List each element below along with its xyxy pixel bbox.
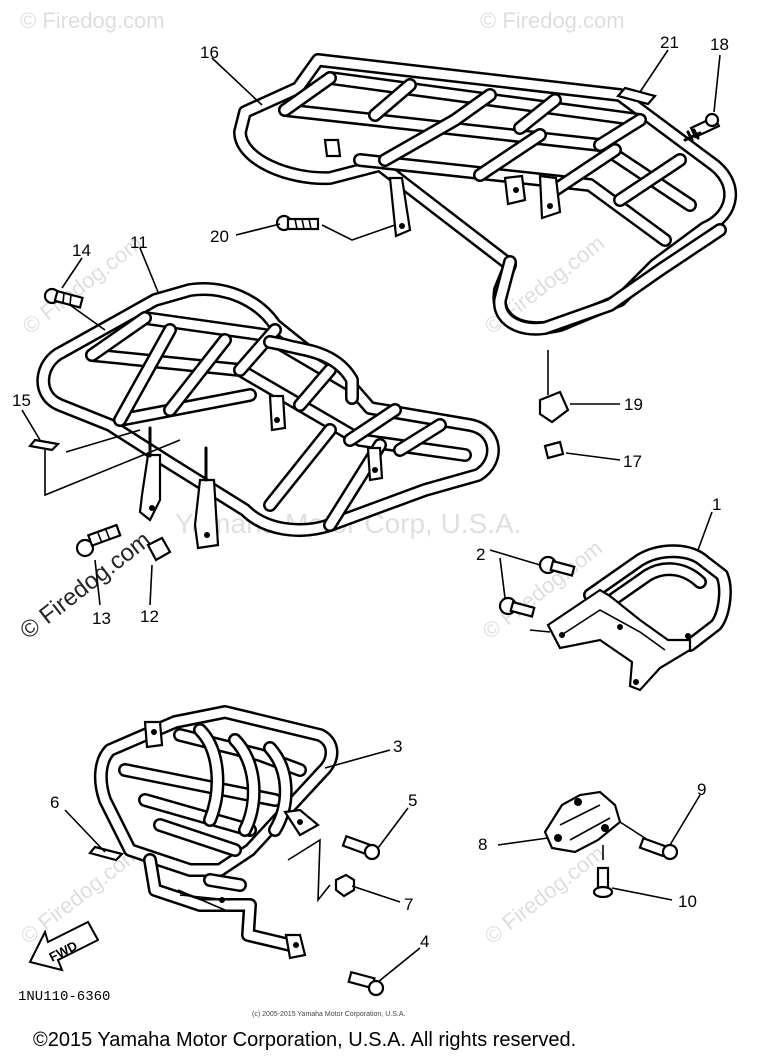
bolts-2 [498, 555, 576, 618]
watermark-topleft: © Firedog.com [20, 8, 165, 33]
bolt-9 [638, 836, 679, 861]
rear-rack-3 [93, 705, 339, 960]
nut-7 [334, 873, 356, 898]
callout-14: 14 [72, 241, 91, 260]
label-21 [616, 86, 657, 106]
callout-4: 4 [420, 932, 429, 951]
callout-3: 3 [393, 737, 402, 756]
callout-labels: 1 2 3 4 5 6 7 8 9 10 11 12 13 14 15 16 1… [12, 33, 729, 951]
copyright-small: (c) 2005-2015 Yamaha Motor Corporation, … [252, 1011, 405, 1018]
front-carrier-11 [36, 282, 500, 550]
callout-18: 18 [710, 35, 729, 54]
fasteners [27, 86, 721, 997]
collar-17 [543, 440, 565, 460]
bracket-1 [546, 544, 732, 692]
bolt-18 [683, 112, 721, 142]
callout-15: 15 [12, 391, 31, 410]
callout-7: 7 [404, 895, 413, 914]
bolt-4 [347, 970, 385, 997]
callout-20: 20 [210, 227, 229, 246]
callout-16: 16 [200, 43, 219, 62]
bolt-5 [341, 834, 381, 861]
watermark-topright: © Firedog.com [480, 8, 625, 33]
watermark-bottomright: © Firedog.com [480, 840, 609, 949]
callout-17: 17 [623, 452, 642, 471]
label-15 [27, 438, 61, 452]
bolt-20 [275, 214, 320, 232]
callout-2: 2 [476, 545, 485, 564]
bolt-13 [75, 523, 122, 558]
callout-13: 13 [92, 609, 111, 628]
callout-10: 10 [678, 892, 697, 911]
callout-21: 21 [660, 33, 679, 52]
collar-12 [146, 536, 172, 562]
rear-carrier-16 [233, 53, 738, 336]
callout-5: 5 [408, 791, 417, 810]
callout-11: 11 [130, 233, 148, 252]
callout-1: 1 [712, 495, 721, 514]
leader-lines [21, 49, 721, 983]
copyright-main: ©2015 Yamaha Motor Corporation, U.S.A. A… [33, 1029, 576, 1051]
callout-19: 19 [624, 395, 643, 414]
callout-12: 12 [140, 607, 159, 626]
bolt-14 [43, 287, 84, 309]
callout-8: 8 [478, 835, 487, 854]
nut-19 [538, 390, 570, 424]
label-6 [88, 845, 125, 862]
callout-6: 6 [50, 793, 59, 812]
bracket-8 [543, 790, 622, 854]
callout-9: 9 [697, 780, 706, 799]
bolt-10 [592, 866, 614, 899]
drawing-code: 1NU110-6360 [18, 989, 110, 1005]
